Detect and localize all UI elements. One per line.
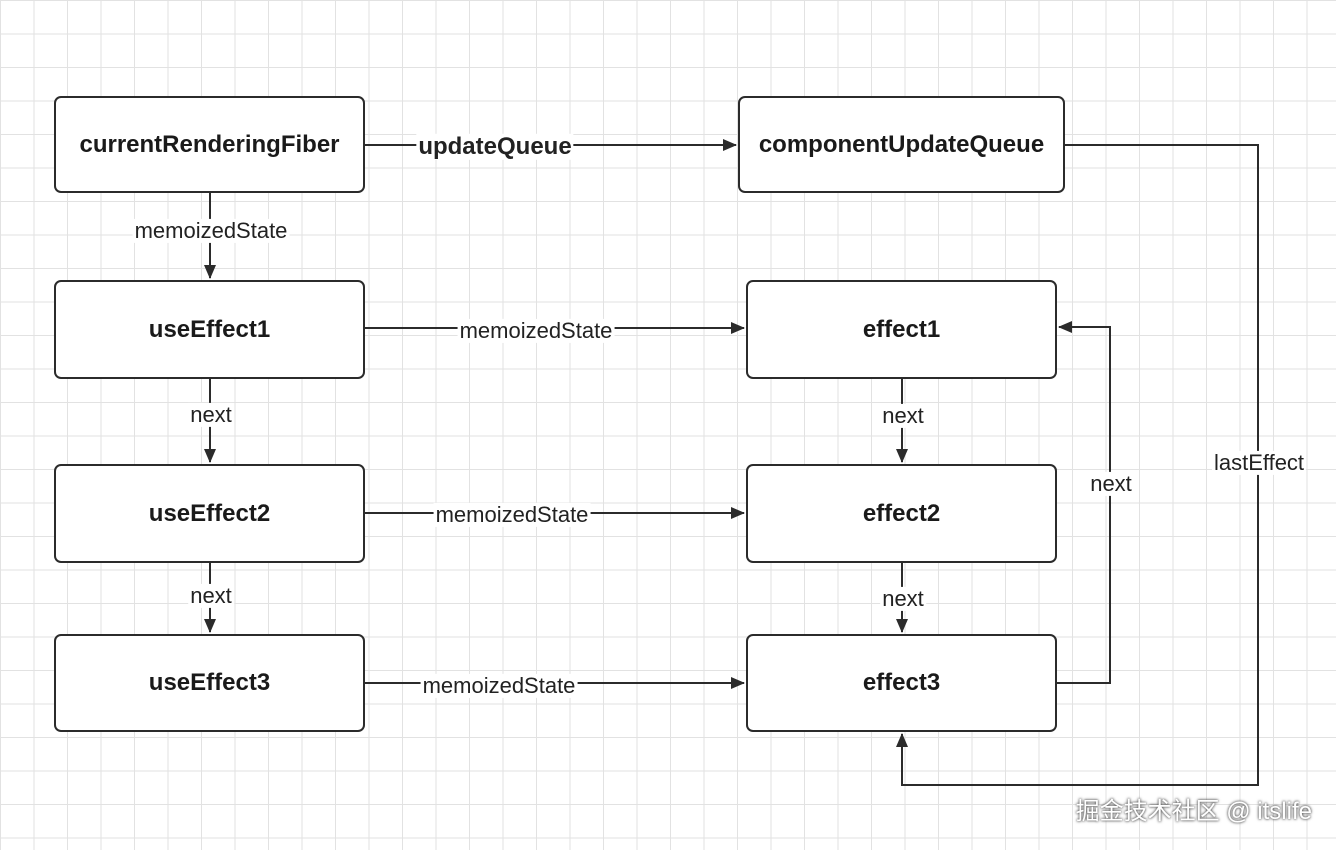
node-effect-1: effect1 (746, 280, 1057, 379)
node-current-rendering-fiber: currentRenderingFiber (54, 96, 365, 193)
node-use-effect-1: useEffect1 (54, 280, 365, 379)
label-use-effect-1-memoized-state: memoizedState (457, 317, 615, 344)
node-component-update-queue: componentUpdateQueue (738, 96, 1065, 193)
watermark: 掘金技术社区 @ itslife (1075, 798, 1312, 825)
label-use-effect-2-memoized-state: memoizedState (433, 501, 591, 528)
label-effect-3-next: next (1088, 470, 1134, 497)
label-use-effect-1-next: next (188, 401, 234, 428)
label-use-effect-3-memoized-state: memoizedState (420, 672, 578, 699)
label-effect-2-next: next (880, 585, 926, 612)
node-use-effect-3: useEffect3 (54, 634, 365, 732)
label-fiber-memoized-state: memoizedState (132, 217, 290, 244)
node-use-effect-2: useEffect2 (54, 464, 365, 563)
label-update-queue: updateQueue (416, 132, 574, 161)
node-effect-2: effect2 (746, 464, 1057, 563)
edge-effect-3-next (1057, 321, 1111, 684)
edge-last-effect (896, 144, 1259, 786)
label-use-effect-2-next: next (188, 582, 234, 609)
node-effect-3: effect3 (746, 634, 1057, 732)
label-effect-1-next: next (880, 402, 926, 429)
label-last-effect: lastEffect (1211, 449, 1307, 476)
